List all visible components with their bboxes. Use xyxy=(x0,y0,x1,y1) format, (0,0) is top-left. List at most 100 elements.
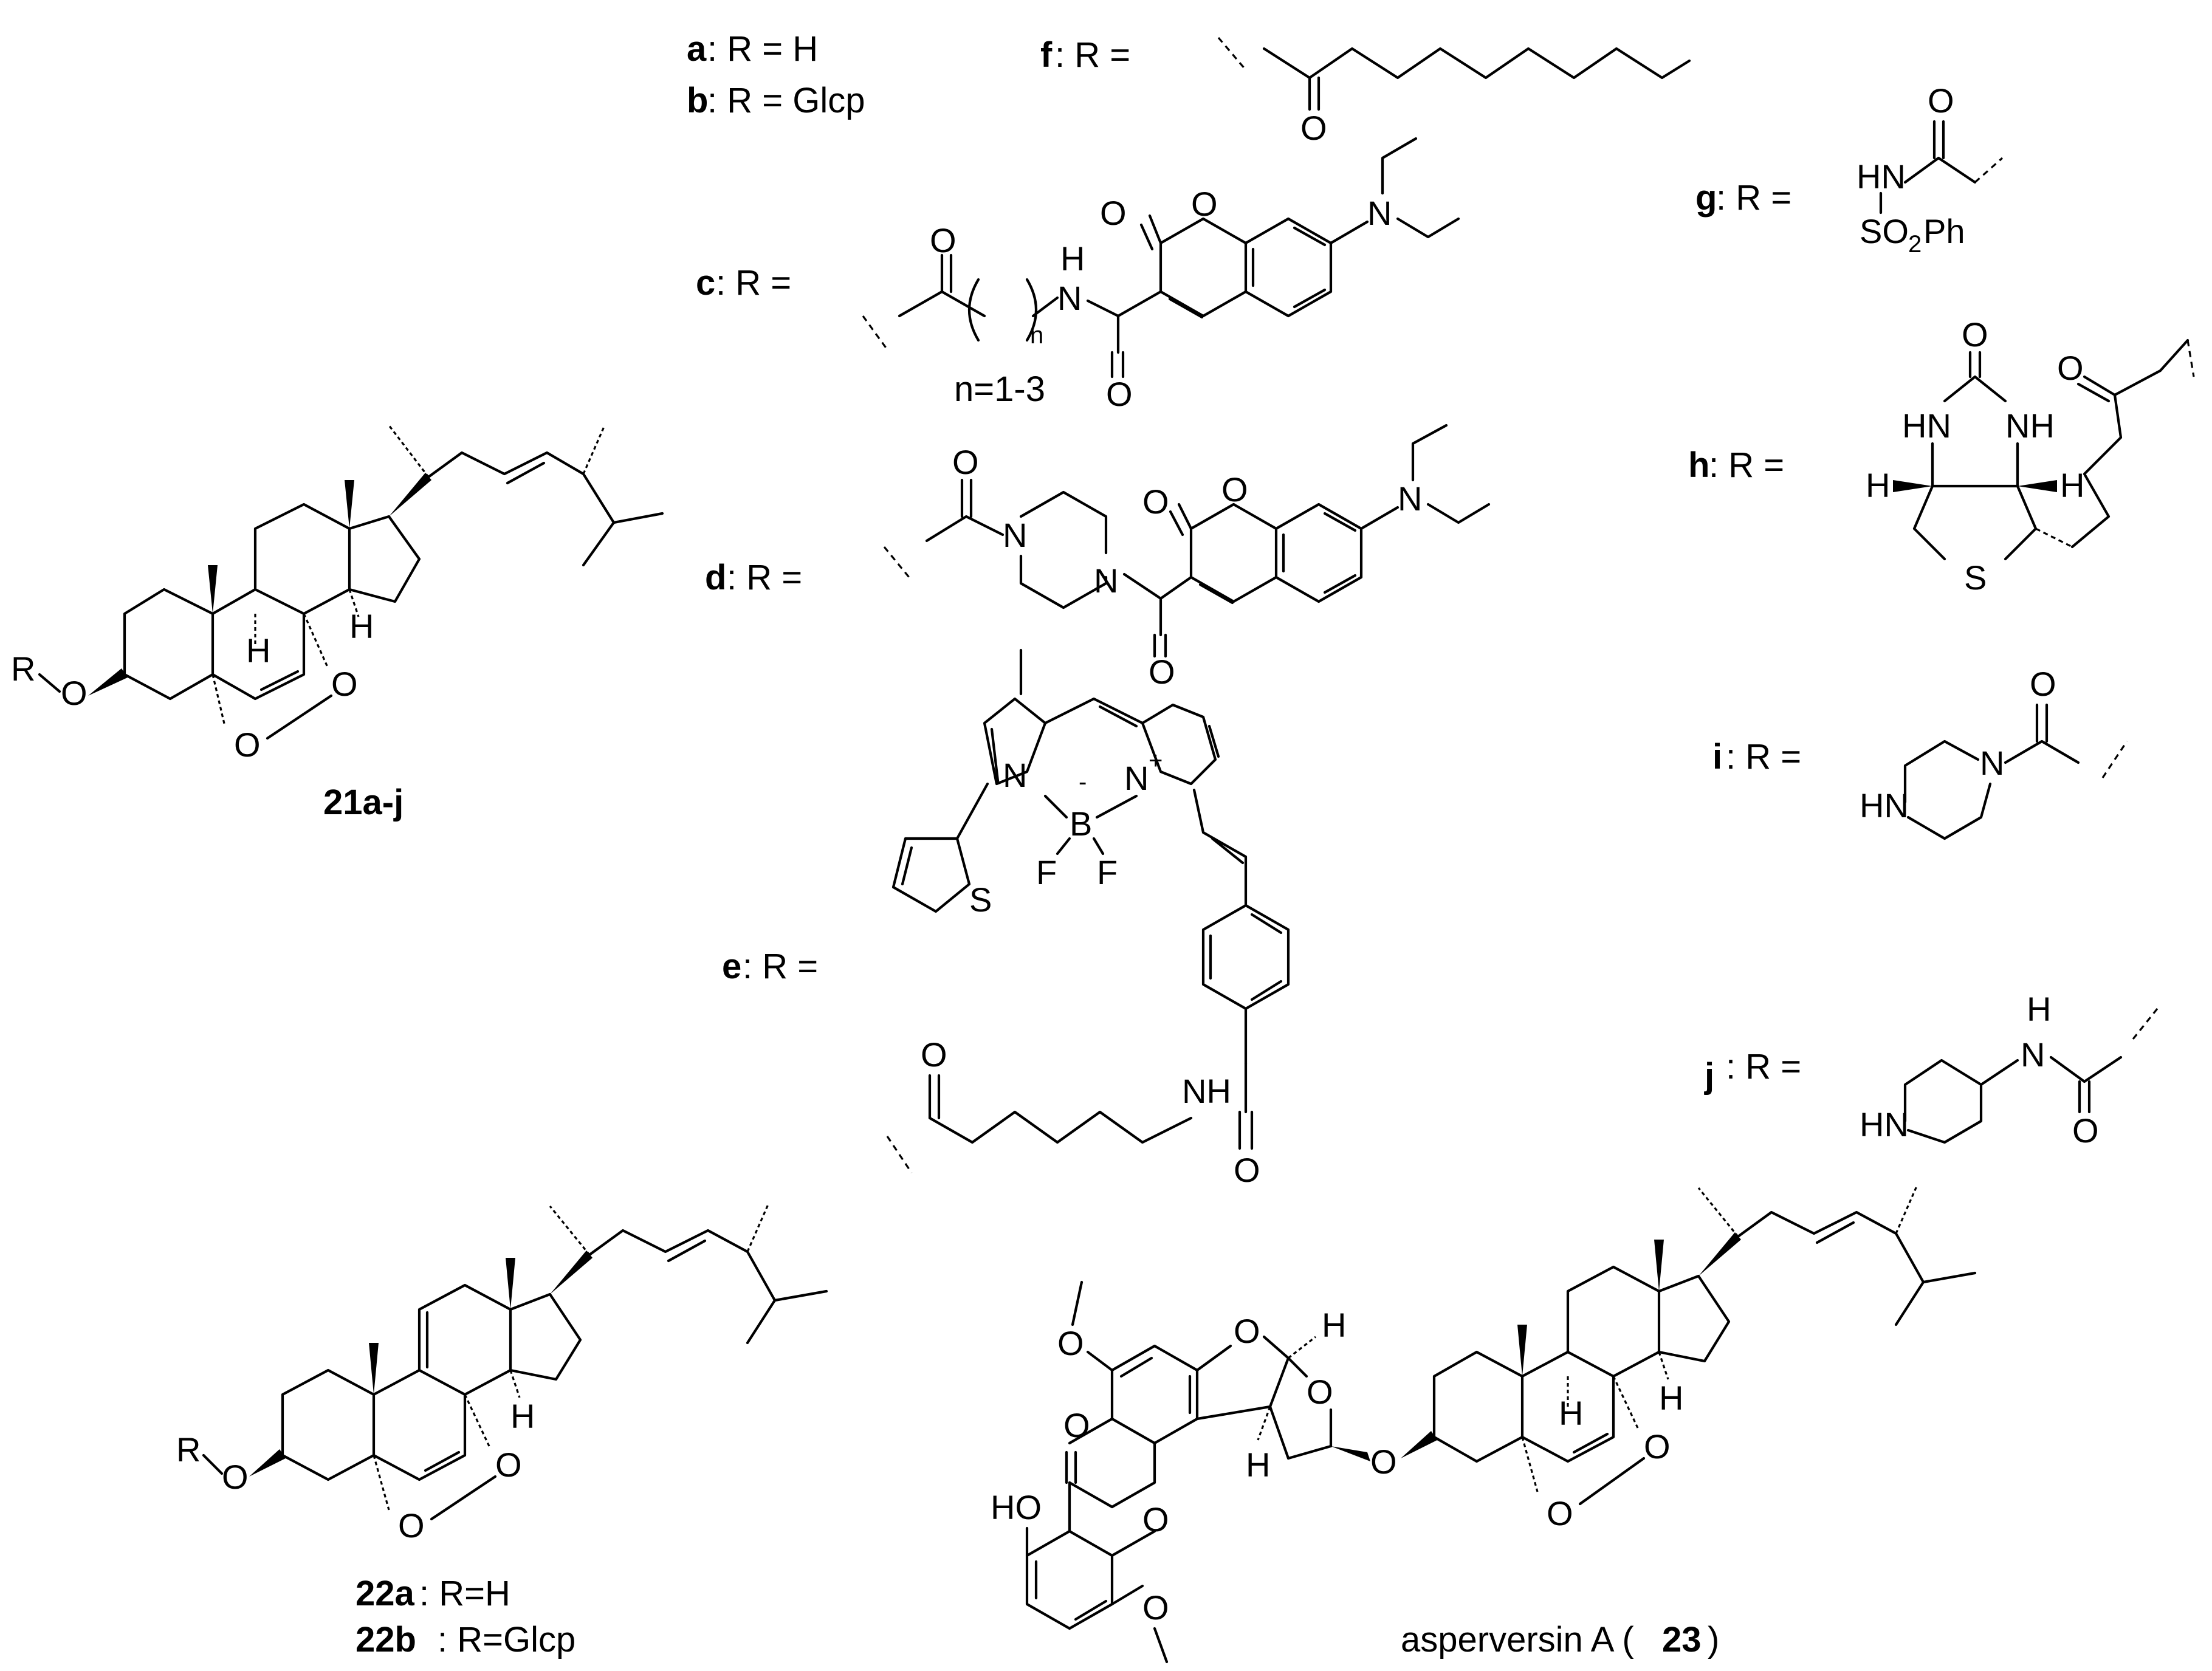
svg-text:O: O xyxy=(331,665,358,703)
svg-text:O: O xyxy=(1234,1151,1260,1189)
svg-text:O: O xyxy=(1142,1500,1169,1539)
svg-text:S: S xyxy=(969,880,992,919)
label-d: d : R = xyxy=(705,558,802,597)
compound-22a-label: 22a : R=H xyxy=(355,1574,510,1613)
svg-text:N: N xyxy=(1094,561,1118,600)
svg-text:O: O xyxy=(921,1035,947,1074)
svg-text:O: O xyxy=(234,726,261,764)
svg-text:: R =: : R = xyxy=(1055,35,1130,75)
svg-text:B: B xyxy=(1070,805,1092,843)
svg-text:F: F xyxy=(1097,853,1118,891)
substituent-g-structure: HN O SO 2 Ph xyxy=(1856,81,2004,258)
compound-23-structure: O O O HO O O H O H O xyxy=(991,1184,1977,1664)
svg-text:H: H xyxy=(1246,1446,1270,1484)
substituent-f-structure: O xyxy=(1217,36,1691,147)
svg-text:O: O xyxy=(1142,482,1169,521)
svg-text:O: O xyxy=(2030,665,2056,703)
label-c: c : R = xyxy=(696,263,791,303)
svg-text:: R =: : R = xyxy=(1726,1047,1801,1086)
svg-text:N: N xyxy=(1398,479,1422,518)
svg-text:e: e xyxy=(722,947,741,986)
svg-text:N: N xyxy=(1124,759,1149,797)
svg-text:N: N xyxy=(1980,744,2004,782)
svg-text:H: H xyxy=(246,631,270,670)
svg-text:O: O xyxy=(1057,1324,1084,1362)
compound-21-structure: R O H H O O xyxy=(11,425,664,764)
svg-text:HN: HN xyxy=(1860,1105,1909,1144)
svg-text:): ) xyxy=(1708,1620,1719,1659)
svg-text:SO: SO xyxy=(1860,212,1909,250)
svg-text:-: - xyxy=(1079,769,1087,795)
svg-text:O: O xyxy=(1370,1443,1397,1481)
compound-23-label: asperversin A ( 23 ) xyxy=(1401,1620,1719,1659)
compound-22-structure: R O H O O xyxy=(176,1203,828,1545)
svg-text:: R = H: : R = H xyxy=(707,29,818,69)
svg-text:Ph: Ph xyxy=(1923,212,1965,250)
svg-text:O: O xyxy=(398,1506,425,1545)
compound-21-label: 21a-j xyxy=(323,783,404,822)
svg-text:N: N xyxy=(1057,279,1082,317)
svg-text:g: g xyxy=(1695,178,1717,218)
svg-text:O: O xyxy=(61,674,88,712)
carbonyl-oxygen: O xyxy=(1300,109,1327,147)
svg-text:N: N xyxy=(2021,1035,2045,1074)
svg-text:+: + xyxy=(1149,747,1163,774)
svg-text:O: O xyxy=(1100,194,1127,232)
label-i: i : R = xyxy=(1712,737,1801,777)
svg-text:R: R xyxy=(11,650,35,688)
svg-text:: R=H: : R=H xyxy=(419,1574,510,1613)
svg-text:H: H xyxy=(510,1397,535,1435)
svg-text:asperversin A (: asperversin A ( xyxy=(1401,1620,1634,1659)
svg-text:O: O xyxy=(1307,1373,1333,1411)
svg-text:n: n xyxy=(1030,322,1043,349)
substituent-c-structure: O n N H O O O N xyxy=(862,137,1460,413)
svg-text:O: O xyxy=(1234,1312,1260,1350)
label-b: b : R = Glcp xyxy=(687,81,865,120)
svg-text:d: d xyxy=(705,558,726,597)
substituent-h-structure: O HN NH H H S O xyxy=(1866,315,2195,597)
svg-text:O: O xyxy=(1063,1406,1090,1444)
svg-text:H: H xyxy=(349,607,374,645)
label-f: f : R = xyxy=(1040,35,1130,75)
label-a: a : R = H xyxy=(687,29,818,69)
svg-text:: R =: : R = xyxy=(727,558,802,597)
svg-text:N: N xyxy=(1003,756,1027,794)
svg-text:H: H xyxy=(1659,1379,1683,1417)
svg-text:S: S xyxy=(1964,558,1987,597)
svg-text:: R =: : R = xyxy=(1726,737,1801,777)
label-n-range: n=1-3 xyxy=(954,369,1045,409)
svg-text:: R=Glcp: : R=Glcp xyxy=(438,1620,575,1659)
svg-text:O: O xyxy=(2057,349,2084,387)
svg-text:h: h xyxy=(1688,445,1709,485)
svg-text:F: F xyxy=(1036,853,1057,891)
svg-text:O: O xyxy=(1221,470,1248,509)
svg-text:O: O xyxy=(1928,81,1954,120)
svg-text:H: H xyxy=(2060,466,2084,504)
svg-text:H: H xyxy=(1322,1306,1346,1344)
svg-text:: R =: : R = xyxy=(1716,178,1791,218)
svg-text:HN: HN xyxy=(1860,786,1909,825)
svg-text:R: R xyxy=(176,1430,201,1469)
svg-text:22a: 22a xyxy=(355,1574,415,1613)
svg-text:f: f xyxy=(1040,35,1053,75)
svg-text:j: j xyxy=(1704,1056,1714,1096)
svg-text:O: O xyxy=(1962,315,1988,354)
svg-text:O: O xyxy=(930,221,957,259)
svg-text:HN: HN xyxy=(1902,407,1951,445)
svg-text:H: H xyxy=(1866,466,1890,504)
substituent-j-structure: HN N H O xyxy=(1860,990,2159,1150)
label-g: g : R = xyxy=(1695,178,1791,218)
svg-text:H: H xyxy=(1060,239,1085,278)
substituent-e-structure: N N + B - F F S O NH xyxy=(886,648,1290,1189)
svg-text:23: 23 xyxy=(1662,1620,1702,1659)
svg-text:: R = Glcp: : R = Glcp xyxy=(707,81,865,120)
svg-text:N: N xyxy=(1367,194,1392,232)
svg-text:N: N xyxy=(1003,516,1027,554)
svg-text:HO: HO xyxy=(991,1488,1042,1526)
substituent-i-structure: HN N O xyxy=(1860,665,2128,840)
svg-text:O: O xyxy=(1644,1427,1671,1466)
svg-text:O: O xyxy=(1149,653,1175,691)
svg-text:b: b xyxy=(687,81,708,120)
label-h: h : R = xyxy=(1688,445,1784,485)
